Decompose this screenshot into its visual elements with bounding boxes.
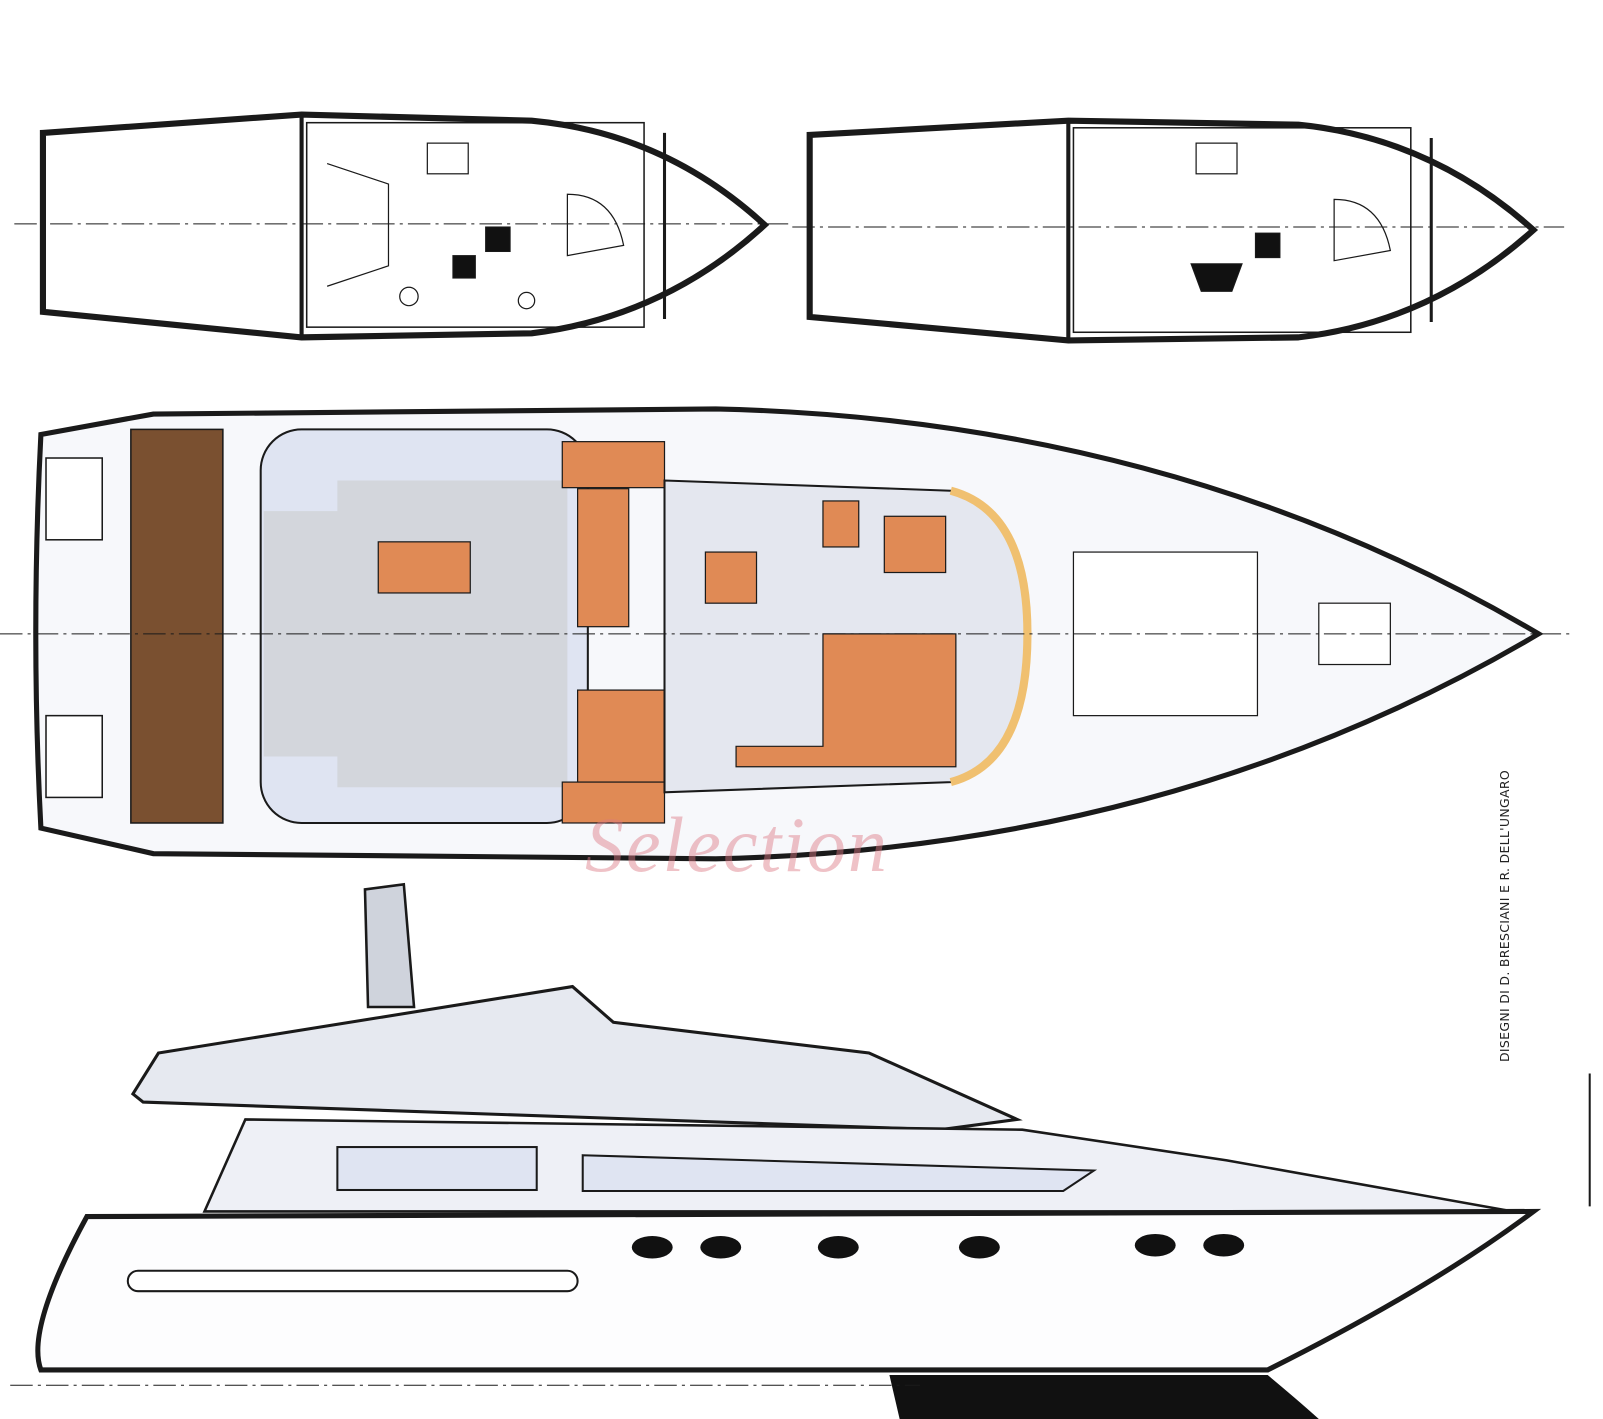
watermark: Selection: [585, 801, 889, 888]
lower-deck-plan-b: [792, 117, 1565, 344]
main-deck-plan: [0, 406, 1575, 862]
side-profile: [10, 882, 1591, 1419]
lower-deck-plan-a: [14, 111, 793, 341]
drawing-credit: DISEGNI DI D. BRESCIANI E R. DELL'UNGARO: [1497, 770, 1512, 1062]
